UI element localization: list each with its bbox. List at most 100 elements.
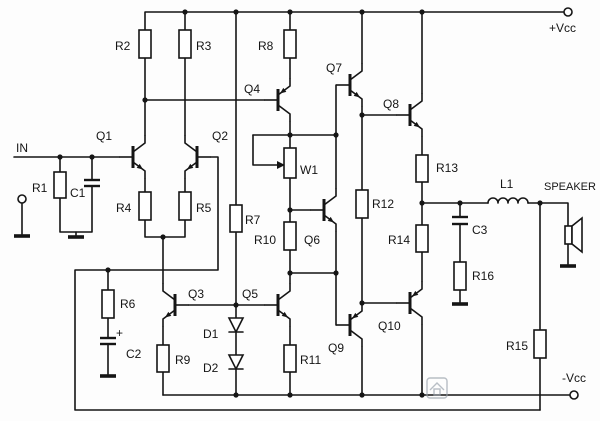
labels: IN +Vcc -Vcc SPEAKER R1 R2 R3 R4 R5 R6 R…	[16, 21, 596, 385]
positive-supply-terminal	[563, 7, 573, 17]
label-q8: Q8	[383, 97, 399, 111]
label-q7: Q7	[326, 61, 342, 75]
wire-tail	[144, 219, 186, 238]
watermark-logo-door	[433, 388, 441, 396]
label-q2: Q2	[212, 129, 228, 143]
resistor-r13	[415, 154, 429, 183]
junction-dot	[333, 270, 339, 276]
label-r5: R5	[196, 201, 212, 215]
label-r7: R7	[245, 213, 261, 227]
label-r13: R13	[436, 161, 458, 175]
junction-dot	[142, 97, 148, 103]
resistor-r7	[229, 204, 243, 233]
label-c2: C2	[126, 347, 142, 361]
wire-positive-rail	[144, 11, 565, 31]
transistor-q4	[262, 76, 292, 124]
potentiometer-w1	[283, 147, 297, 179]
junction-dot	[333, 132, 339, 138]
junction-dot	[537, 200, 543, 206]
junction-dot	[419, 392, 425, 398]
transistor-q2	[183, 133, 213, 181]
label-r3: R3	[196, 39, 212, 53]
label-r9: R9	[175, 353, 191, 367]
speaker-magnet	[564, 225, 573, 245]
resistor-r2	[138, 29, 152, 59]
label-speaker: SPEAKER	[544, 181, 596, 193]
label-r11: R11	[300, 353, 321, 367]
label-d2: D2	[203, 361, 219, 375]
label-q3: Q3	[188, 287, 204, 301]
resistor-r15	[533, 329, 547, 359]
label-r2: R2	[115, 39, 131, 53]
junction-dot	[105, 267, 111, 273]
transistor-q1	[117, 133, 147, 181]
label-q5: Q5	[242, 287, 258, 301]
label-r8: R8	[258, 39, 274, 53]
watermark-logo-house-icon	[429, 382, 445, 391]
diodes	[227, 317, 245, 371]
wire-speaker	[527, 202, 569, 227]
resistor-r3	[178, 29, 192, 59]
junction-dot	[233, 392, 239, 398]
junction-dot	[457, 200, 463, 206]
label-c3: C3	[472, 223, 488, 237]
wire-wiper	[252, 134, 280, 166]
label-q6: Q6	[304, 233, 320, 247]
resistor-r1	[53, 171, 67, 199]
junction-dots	[57, 9, 543, 398]
speaker-cone	[571, 216, 583, 254]
label-c2-polarity: +	[116, 326, 123, 340]
junction-dot	[287, 392, 293, 398]
negative-supply-terminal	[569, 390, 579, 400]
label-q9: Q9	[328, 341, 344, 355]
junction-dot	[233, 302, 239, 308]
input-ground-terminal	[17, 194, 27, 204]
label-r12: R12	[372, 197, 394, 211]
label-positive-supply: +Vcc	[549, 21, 576, 35]
diode-d1	[227, 317, 245, 334]
label-r6: R6	[120, 297, 136, 311]
label-c1: C1	[70, 186, 86, 200]
label-r4: R4	[116, 201, 132, 215]
label-r10: R10	[254, 233, 276, 247]
resistor-r5	[178, 191, 192, 221]
resistor-r10	[283, 221, 297, 251]
diode-d2	[227, 354, 245, 371]
resistor-r9	[156, 344, 170, 373]
junction-dot	[89, 154, 95, 160]
transistor-q5	[262, 281, 292, 329]
junction-dot	[287, 9, 293, 15]
capacitors	[84, 178, 468, 346]
junction-dot	[287, 270, 293, 276]
junction-dot	[359, 392, 365, 398]
watermark-logo	[426, 377, 448, 399]
watermark-logo-frame	[426, 377, 448, 399]
speaker-icon	[564, 216, 583, 254]
label-r14: R14	[388, 233, 410, 247]
label-r15: R15	[506, 339, 528, 353]
transistor-q8	[394, 91, 424, 139]
junction-dot	[359, 9, 365, 15]
junction-dot	[57, 154, 63, 160]
resistors	[53, 29, 547, 373]
junction-dot	[160, 234, 166, 240]
junction-dot	[419, 9, 425, 15]
label-r16: R16	[472, 269, 494, 283]
junction-dot	[233, 9, 239, 15]
junction-dot	[419, 200, 425, 206]
junction-dot	[287, 132, 293, 138]
label-input: IN	[16, 141, 28, 155]
label-l1: L1	[500, 177, 514, 191]
resistor-r14	[415, 224, 429, 253]
label-negative-supply: -Vcc	[562, 371, 586, 385]
resistor-r8	[283, 29, 297, 59]
inductor-l1	[487, 197, 529, 204]
transistor-q6	[308, 186, 338, 234]
resistor-r12	[355, 189, 369, 219]
transistor-q3	[161, 281, 191, 329]
junction-dot	[287, 207, 293, 213]
junction-dot	[359, 112, 365, 118]
label-r1: R1	[32, 181, 48, 195]
resistor-r6	[101, 289, 115, 319]
label-w1: W1	[300, 163, 318, 177]
